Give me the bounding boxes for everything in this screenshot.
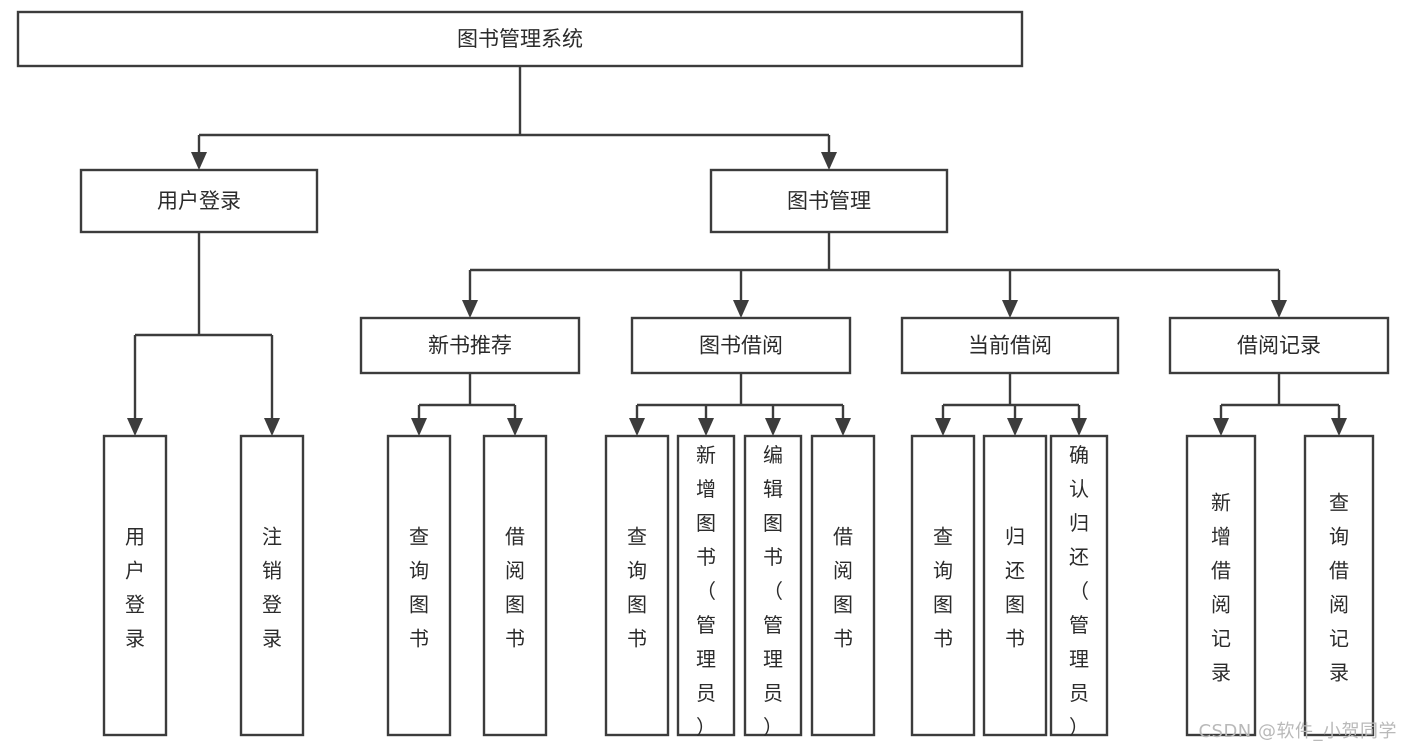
node-label: 查询图书 (933, 525, 953, 651)
node-current-borrow[interactable]: 当前借阅 (900, 316, 1120, 375)
edge-arrowhead (698, 418, 714, 436)
node-label: 编辑图书（管理员） (763, 443, 783, 739)
edge-arrowhead (264, 418, 280, 436)
node-user-login[interactable]: 用户登录 (79, 168, 319, 234)
node-leaf-add-book[interactable]: 新增图书（管理员） (676, 434, 736, 739)
node-label: 查询图书 (409, 525, 429, 651)
node-borrow-record[interactable]: 借阅记录 (1168, 316, 1390, 375)
node-label: 用户登录 (157, 189, 241, 213)
node-leaf-query-book-2[interactable]: 查询图书 (604, 434, 670, 737)
csdn-watermark: CSDN @软件_小贺同学 (1198, 721, 1397, 742)
edge-arrowhead (733, 300, 749, 318)
edge-arrowhead (411, 418, 427, 436)
edge-arrowhead (1007, 418, 1023, 436)
node-leaf-query-record[interactable]: 查询借阅记录 (1303, 434, 1375, 737)
node-label: 查询借阅记录 (1329, 491, 1349, 685)
node-label: 查询图书 (627, 525, 647, 651)
node-leaf-edit-book[interactable]: 编辑图书（管理员） (743, 434, 803, 739)
node-leaf-borrow-book-2[interactable]: 借阅图书 (810, 434, 876, 737)
node-label: 新增借阅记录 (1211, 491, 1231, 685)
node-leaf-borrow-book-1[interactable]: 借阅图书 (482, 434, 548, 737)
node-leaf-query-book-1[interactable]: 查询图书 (386, 434, 452, 737)
node-label: 借阅图书 (505, 525, 525, 651)
node-label: 图书管理 (787, 189, 871, 213)
node-label: 新增图书（管理员） (696, 443, 716, 739)
node-label: 借阅记录 (1237, 334, 1321, 358)
edge-arrowhead (935, 418, 951, 436)
node-root[interactable]: 图书管理系统 (16, 10, 1024, 68)
node-label: 用户登录 (125, 525, 145, 651)
edge-arrowhead (835, 418, 851, 436)
nodes-layer: 图书管理系统用户登录图书管理新书推荐图书借阅当前借阅借阅记录用户登录注销登录查询… (16, 10, 1390, 739)
node-new-book-rec[interactable]: 新书推荐 (359, 316, 581, 375)
node-label: 图书借阅 (699, 334, 783, 358)
edge-arrowhead (127, 418, 143, 436)
edge-arrowhead (462, 300, 478, 318)
node-leaf-return-book[interactable]: 归还图书 (982, 434, 1048, 737)
node-leaf-logout[interactable]: 注销登录 (239, 434, 305, 737)
node-leaf-user-login[interactable]: 用户登录 (102, 434, 168, 737)
edge-arrowhead (765, 418, 781, 436)
node-label: 归还图书 (1005, 525, 1025, 651)
node-label: 新书推荐 (428, 334, 512, 358)
edge-arrowhead (1071, 418, 1087, 436)
node-label: 图书管理系统 (457, 27, 583, 51)
edge-arrowhead (191, 152, 207, 170)
edge-arrowhead (1213, 418, 1229, 436)
node-leaf-query-book-3[interactable]: 查询图书 (910, 434, 976, 737)
edge-arrowhead (507, 418, 523, 436)
edge-arrowhead (821, 152, 837, 170)
node-label: 确认归还（管理员） (1069, 443, 1089, 739)
node-leaf-confirm-return[interactable]: 确认归还（管理员） (1049, 434, 1109, 739)
node-book-manage[interactable]: 图书管理 (709, 168, 949, 234)
edge-arrowhead (629, 418, 645, 436)
node-label: 注销登录 (262, 525, 282, 651)
node-label: 借阅图书 (833, 525, 853, 651)
node-label: 当前借阅 (968, 334, 1052, 358)
edge-arrowhead (1271, 300, 1287, 318)
node-leaf-add-record[interactable]: 新增借阅记录 (1185, 434, 1257, 737)
edge-arrowhead (1002, 300, 1018, 318)
node-book-borrow[interactable]: 图书借阅 (630, 316, 852, 375)
edges-layer (127, 66, 1347, 436)
edge-arrowhead (1331, 418, 1347, 436)
